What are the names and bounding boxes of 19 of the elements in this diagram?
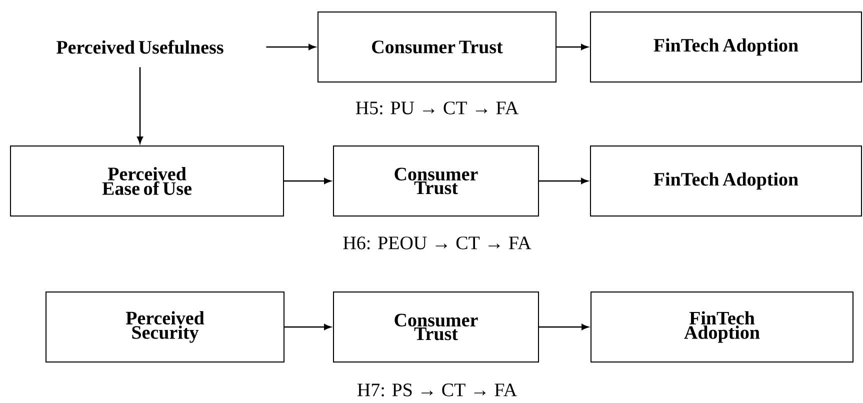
process-box: Consumer Trust: [318, 12, 556, 82]
hypothesis-label: H7: PS → CT → FA: [358, 384, 517, 396]
arrow: [137, 67, 143, 144]
arrow: [539, 178, 588, 184]
process-box: Consumer Trust: [333, 291, 539, 362]
arrow: [266, 44, 316, 50]
process-box: Consumer Trust: [333, 145, 539, 216]
process-box: Perceived Ease of Use: [10, 145, 284, 216]
arrow: [539, 324, 589, 330]
arrow: [556, 44, 588, 50]
arrow: [284, 178, 332, 184]
process-box: Perceived Security: [46, 291, 284, 362]
node-text: Perceived Usefulness: [56, 40, 224, 54]
process-box: FinTech Adoption: [590, 12, 862, 82]
arrow: [284, 324, 332, 330]
hypothesis-label: H6: PEOU → CT → FA: [343, 236, 532, 250]
process-box: FinTech Adoption: [590, 145, 862, 216]
hypothesis-label: H5: PU → CT → FA: [356, 102, 518, 114]
process-box: FinTech Adoption: [590, 291, 854, 362]
